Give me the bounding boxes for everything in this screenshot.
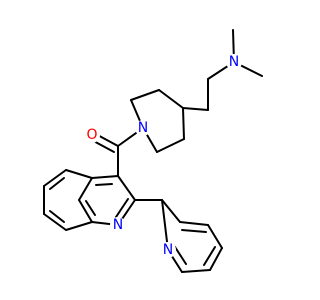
bond-q-1b: [95, 183, 113, 186]
bond-q-1: [91, 175, 119, 179]
bond-q-6: [117, 175, 136, 201]
bond-b-5: [65, 221, 93, 231]
bond-p-4: [209, 247, 223, 271]
bond-ch2-c4: [182, 107, 209, 111]
bond-pip-6: [182, 107, 185, 140]
bond-q-3: [78, 199, 93, 223]
bond-p-4b: [203, 246, 216, 266]
atom-label-layer: N N O N N: [84, 54, 242, 258]
bond-b-4b: [49, 210, 65, 223]
bond-q-3b: [85, 200, 96, 216]
bond-b-2b: [49, 177, 65, 190]
molecule-structure-diagram: N N O N N: [43, 29, 263, 273]
bond-b-1: [65, 169, 93, 179]
bond-q-2: [78, 177, 93, 201]
quinoline-nitrogen-label: N: [113, 217, 123, 233]
carbonyl-oxygen-label: O: [86, 127, 97, 143]
bond-p-2b: [181, 229, 207, 233]
bond-p-2: [179, 221, 209, 226]
bond-b-4: [43, 213, 67, 231]
bond-pip-2: [130, 89, 160, 101]
bond-pip-5: [156, 138, 185, 153]
bond-q-5b: [115, 198, 129, 218]
piperidine-nitrogen-label: N: [138, 120, 148, 136]
bond-p-5: [181, 269, 211, 273]
bond-pip-1: [158, 89, 184, 109]
bond-p-6b: [174, 246, 187, 265]
bond-p-1: [161, 199, 181, 223]
pyridine-nitrogen-label: N: [163, 242, 173, 258]
bond-p-7: [161, 199, 169, 251]
amine-nitrogen-label: N: [229, 54, 239, 70]
bond-b-2: [43, 169, 67, 187]
bond-p-3: [207, 224, 223, 249]
